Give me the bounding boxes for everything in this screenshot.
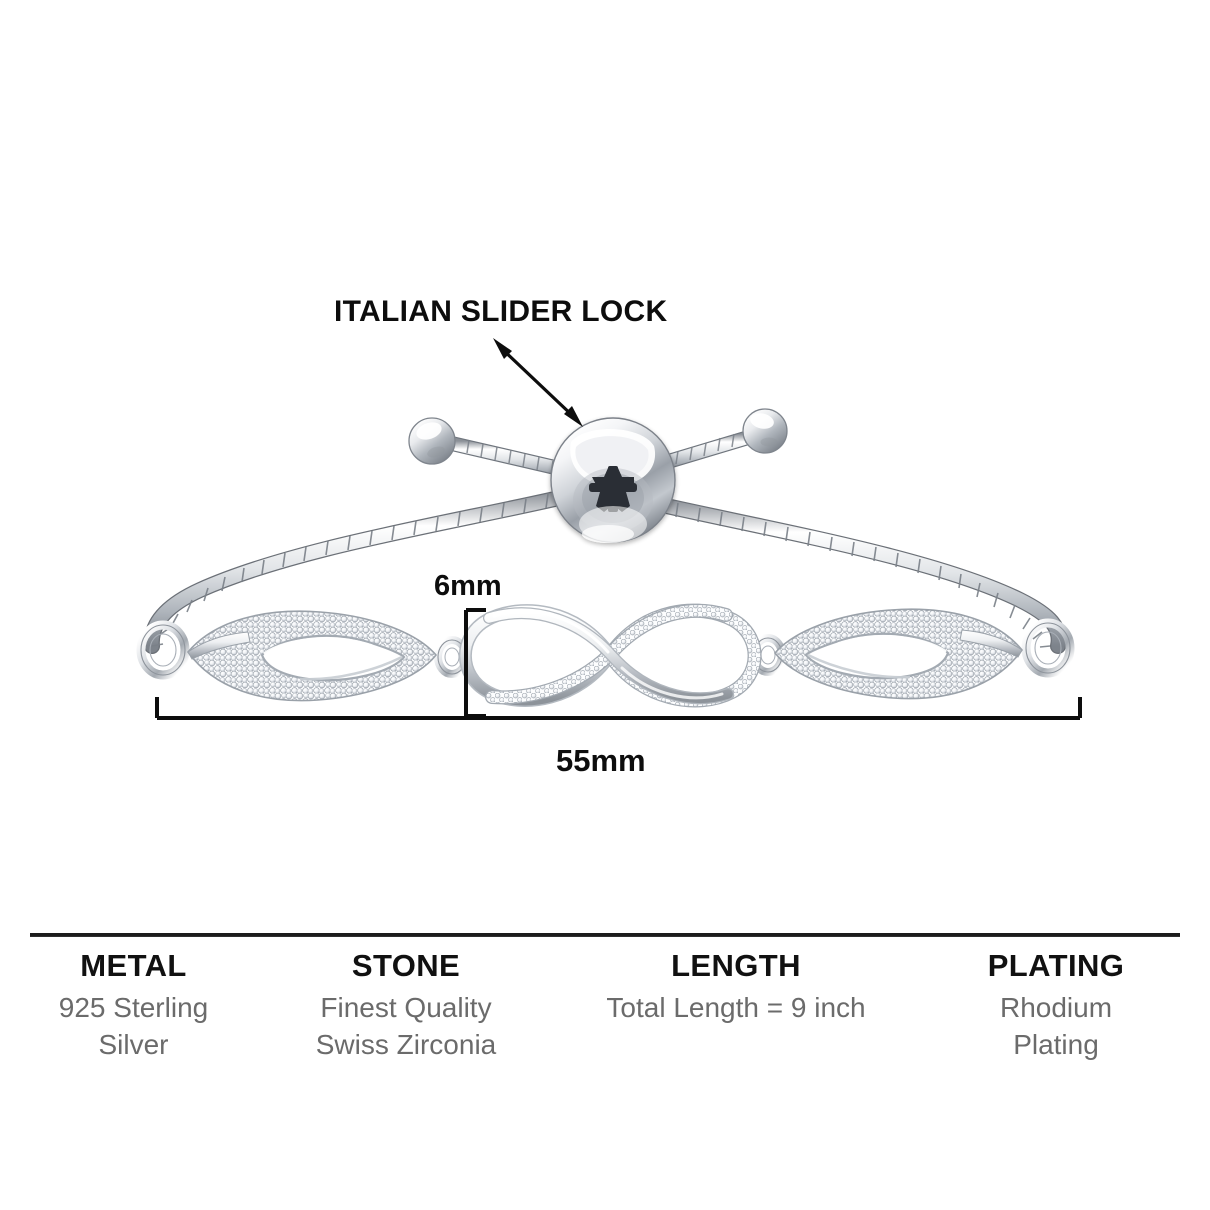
spec-value-length-line-1: Total Length = 9 inch: [606, 992, 866, 1023]
spec-divider-line: [30, 933, 1180, 937]
spec-title-metal: METAL: [80, 948, 187, 983]
spec-title-stone: STONE: [351, 948, 461, 983]
dimension-bracket-length: [155, 697, 1082, 720]
spec-value-plating-line-1: Rhodium: [999, 992, 1113, 1023]
spec-column-metal: METAL 925 Sterling Silver: [6, 950, 261, 1064]
pave-teardrop-right: [773, 608, 1024, 700]
spec-value-metal: 925 Sterling Silver: [10, 990, 257, 1064]
chain-end-ball-right: [742, 408, 788, 454]
width-dimension-label: 6mm: [434, 570, 502, 602]
spec-column-plating: PLATING Rhodium Plating: [921, 950, 1191, 1064]
spec-value-length: Total Length = 9 inch: [555, 990, 917, 1027]
jump-ring-far-right: [1021, 618, 1075, 678]
length-dimension-label: 55mm: [556, 743, 646, 778]
spec-value-metal-line-2: Silver: [98, 1028, 169, 1060]
spec-column-stone: STONE Finest Quality Swiss Zirconia: [261, 950, 551, 1064]
lock-mechanism-icon: [589, 466, 637, 512]
spec-value-stone-line-1: Finest Quality: [320, 992, 492, 1023]
slider-lock-arrow-icon: [493, 338, 583, 427]
slider-lock-callout-label: ITALIAN SLIDER LOCK: [334, 295, 668, 328]
chain-end-ball-left: [408, 417, 456, 465]
italian-slider-lock: [550, 417, 676, 543]
spec-columns: METAL 925 Sterling Silver STONE Finest Q…: [0, 950, 1210, 1064]
infinity-centerpiece: [448, 603, 772, 708]
spec-value-plating-line-2: Plating: [1013, 1028, 1099, 1060]
spec-title-plating: PLATING: [987, 948, 1125, 983]
spec-value-plating: Rhodium Plating: [925, 990, 1187, 1064]
spec-title-length: LENGTH: [671, 948, 801, 983]
spec-value-stone-line-2: Swiss Zirconia: [315, 1028, 497, 1060]
spec-column-length: LENGTH Total Length = 9 inch: [551, 950, 921, 1027]
jump-ring-far-left: [136, 620, 190, 680]
spec-value-stone: Finest Quality Swiss Zirconia: [265, 990, 547, 1064]
pave-teardrop-left: [186, 610, 438, 702]
specification-strip: METAL 925 Sterling Silver STONE Finest Q…: [0, 928, 1210, 1098]
spec-value-metal-line-1: 925 Sterling: [58, 992, 209, 1023]
